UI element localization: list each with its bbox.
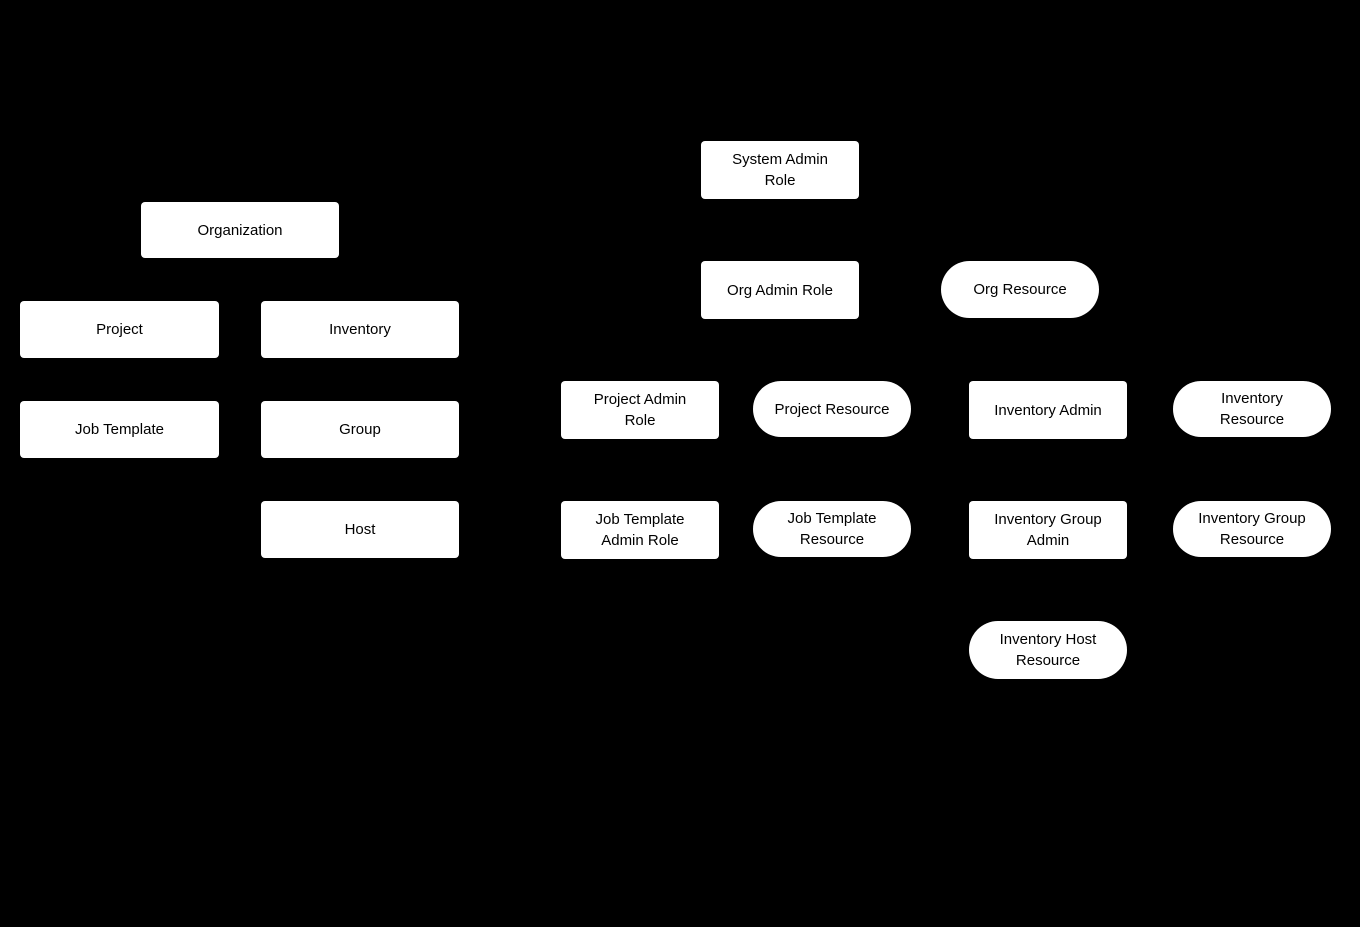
node-project-resource: Project Resource: [753, 381, 911, 437]
node-org-admin-role-label: Org Admin Role: [727, 281, 833, 299]
node-project-label: Project: [96, 321, 143, 338]
node-org-resource-label: Org Resource: [973, 281, 1067, 298]
node-inventory-admin-label: Inventory Admin: [994, 401, 1102, 419]
node-host-label: Host: [344, 521, 376, 538]
node-system-admin-role: System Admin Role: [701, 141, 859, 199]
node-job-template-admin-role: Job Template Admin Role: [561, 501, 719, 559]
node-host: Host: [261, 501, 459, 558]
node-inventory-group-admin: Inventory Group Admin: [969, 501, 1127, 559]
node-inventory-admin: Inventory Admin: [969, 381, 1127, 439]
node-project: Project: [20, 301, 219, 358]
node-organization: Organization: [141, 202, 339, 258]
node-org-resource: Org Resource: [941, 261, 1099, 318]
node-inventory-group-admin-label: Inventory Group Admin: [994, 511, 1102, 549]
node-job-template: Job Template: [20, 401, 219, 458]
node-inventory-group-resource: Inventory Group Resource: [1173, 501, 1331, 557]
node-org-admin-role: Org Admin Role: [701, 261, 859, 319]
node-project-admin-role-label: Project Admin Role: [593, 391, 687, 429]
node-inventory-host-resource: Inventory Host Resource: [969, 621, 1127, 679]
node-inventory-host-resource-label: Inventory Host Resource: [999, 631, 1097, 669]
node-inventory-label: Inventory: [329, 321, 391, 338]
node-group-label: Group: [339, 421, 381, 438]
node-job-template-resource: Job Template Resource: [753, 501, 911, 557]
node-system-admin-role-label: System Admin Role: [732, 151, 828, 189]
node-job-template-label: Job Template: [75, 421, 164, 438]
node-inventory: Inventory: [261, 301, 459, 358]
node-inventory-resource: Inventory Resource: [1173, 381, 1331, 437]
node-project-resource-label: Project Resource: [774, 400, 890, 418]
node-project-admin-role: Project Admin Role: [561, 381, 719, 439]
node-inventory-resource-label: Inventory Resource: [1219, 390, 1285, 428]
node-job-template-admin-role-label: Job Template Admin Role: [595, 511, 685, 549]
node-group: Group: [261, 401, 459, 458]
node-organization-label: Organization: [197, 221, 283, 239]
node-job-template-resource-label: Job Template Resource: [787, 510, 877, 548]
node-inventory-group-resource-label: Inventory Group Resource: [1198, 510, 1306, 548]
